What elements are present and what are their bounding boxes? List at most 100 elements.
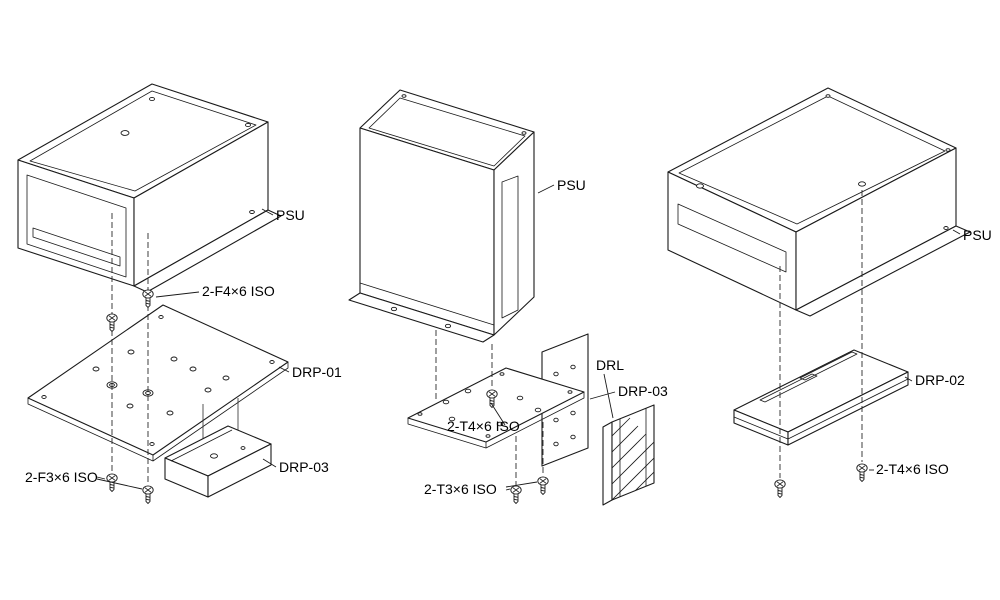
corner-hole [41, 395, 47, 399]
rail-label: DRL [596, 357, 624, 373]
psu-chassis-left [17, 83, 282, 293]
corner-hole [499, 372, 505, 376]
hole [166, 410, 174, 416]
rail-slot [759, 373, 818, 403]
leader-line [490, 402, 506, 426]
plate-holes [41, 315, 275, 446]
hole [127, 349, 135, 355]
screw-spec-label: 2-T4×6 ISO [447, 418, 520, 434]
bracket-lip-line [787, 378, 909, 440]
hole [240, 446, 246, 450]
hatch-line [612, 417, 631, 437]
hole [521, 131, 527, 135]
bracket-drp03-middle [407, 333, 589, 467]
mounting-plate-drp01 [27, 304, 289, 462]
psu-vent-slot [677, 203, 787, 273]
hole [448, 416, 456, 422]
leader-line [96, 476, 106, 480]
hole [945, 148, 951, 152]
rail-flange-face [602, 421, 613, 506]
hatch-line [612, 433, 647, 469]
screw-spec-label: 2-T4×6 ISO [876, 461, 949, 477]
base-plate-holes [417, 372, 573, 438]
leader-line [537, 184, 555, 194]
hole [570, 364, 576, 370]
plate-top-face [27, 304, 289, 456]
psu-front-opening [26, 174, 127, 278]
leader-line [278, 366, 290, 373]
hatch-line [612, 441, 654, 485]
hole [570, 434, 576, 440]
psu-top-inset [29, 90, 257, 192]
hole [204, 387, 212, 393]
hole [92, 366, 100, 372]
leader-line [589, 391, 616, 400]
plate-label: DRP-01 [292, 364, 342, 380]
screw-spec-label: 2-T3×6 ISO [424, 481, 497, 497]
hole [126, 403, 134, 409]
psu-flange [348, 292, 495, 343]
leader-line [505, 481, 538, 488]
screw-icon [774, 479, 786, 498]
hole [553, 371, 559, 377]
psu-front-edge-line [359, 282, 495, 326]
hole [170, 356, 178, 362]
leader-line [505, 488, 511, 491]
hole [120, 130, 130, 136]
leader-line [952, 229, 961, 235]
flange-hole [249, 210, 255, 214]
bracket-side-face [787, 371, 909, 446]
corner-hole [149, 442, 155, 446]
hole [189, 366, 197, 372]
psu-flange [133, 209, 282, 293]
corner-hole [269, 360, 275, 364]
hole [570, 410, 576, 416]
bracket-label: DRP-03 [618, 383, 668, 399]
corner-hole [485, 434, 491, 438]
corner-hole [158, 315, 164, 319]
screw-spec-label: 2-F3×6 ISO [25, 469, 98, 485]
diagram-right: PSU DRP-02 2-T4×6 ISO [667, 87, 992, 498]
psu-flange [795, 225, 971, 317]
psu-label: PSU [276, 207, 305, 223]
leader-line [155, 291, 200, 298]
psu-side-channel [501, 175, 519, 319]
hatch-line [612, 425, 639, 453]
hole [553, 441, 559, 447]
flange-hole [390, 306, 398, 312]
screw-spec-label: 2-F4×6 ISO [202, 283, 275, 299]
screw-icon [856, 463, 868, 482]
screw-icon [537, 476, 549, 495]
bracket-label: DRP-03 [279, 459, 329, 475]
flange-hole [943, 226, 949, 230]
hole [825, 94, 831, 98]
bracket-label: DRP-02 [915, 372, 965, 388]
vertical-plate-holes [553, 364, 576, 447]
psu-label: PSU [557, 177, 586, 193]
screw-icon [106, 313, 118, 332]
hatch-line [612, 457, 654, 500]
psu-chassis-middle [348, 89, 535, 343]
hole [401, 94, 407, 98]
psu-top-inset [678, 95, 946, 225]
leader-line [96, 478, 143, 490]
hole [222, 375, 230, 381]
corner-hole [417, 412, 423, 416]
screw-icon [510, 485, 522, 504]
psu-vent-slot [32, 227, 121, 267]
hole [516, 395, 524, 401]
flange-hole [444, 323, 452, 329]
psu-top-inset [368, 97, 526, 167]
hole [210, 453, 218, 459]
diagram-middle: PSU DRL DRP-03 2-T4×6 ISO 2-T3×6 ISO [348, 89, 668, 506]
hole [442, 399, 450, 405]
leader-line [603, 373, 614, 419]
corner-hole [567, 390, 573, 394]
psu-chassis-right [667, 87, 971, 317]
rail-slot [799, 351, 858, 381]
leader-line [261, 208, 274, 216]
rail-main-face [611, 404, 655, 501]
bracket-lip-line [733, 416, 789, 440]
leader-line [262, 458, 277, 468]
diagram-left: PSU 2-F4×6 ISO DRP-01 DRP-03 2-F3×6 ISO [17, 83, 342, 504]
